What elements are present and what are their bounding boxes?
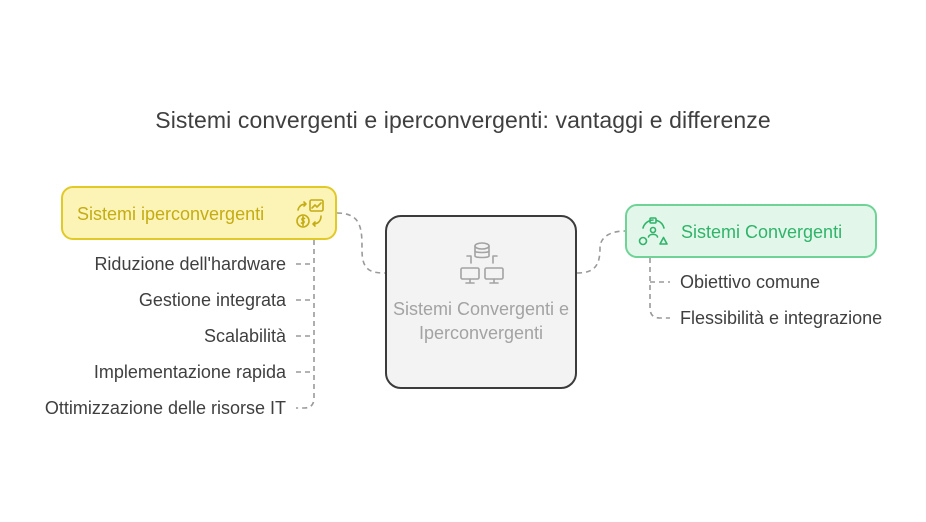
node-iperconvergenti-label: Sistemi iperconvergenti <box>77 204 265 224</box>
node-central: Sistemi Convergenti e Iperconvergenti <box>385 215 577 389</box>
growth-exchange-icon <box>296 199 324 228</box>
node-convergenti-label: Sistemi Convergenti <box>681 222 843 242</box>
list-item: Implementazione rapida <box>93 362 286 382</box>
database-network-icon <box>460 242 504 284</box>
list-item: Flessibilità e integrazione <box>680 308 883 328</box>
node-convergenti: Sistemi Convergenti <box>625 204 877 258</box>
connector-right-branch <box>649 258 670 319</box>
list-item: Gestione integrata <box>138 290 286 310</box>
diagram-title: Sistemi convergenti e iperconvergenti: v… <box>155 107 771 133</box>
connector-center-right <box>576 230 626 274</box>
list-item: Riduzione dell'hardware <box>94 254 286 274</box>
list-item: Obiettivo comune <box>680 272 821 292</box>
connector-left-branch <box>296 240 315 409</box>
list-item: Ottimizzazione delle risorse IT <box>44 398 286 418</box>
node-central-label: Sistemi Convergenti e Iperconvergenti <box>392 299 570 343</box>
connector-left-center <box>336 212 386 274</box>
list-item: Scalabilità <box>203 326 286 346</box>
shapes-people-icon <box>638 217 668 246</box>
node-iperconvergenti: Sistemi iperconvergenti <box>61 186 337 240</box>
